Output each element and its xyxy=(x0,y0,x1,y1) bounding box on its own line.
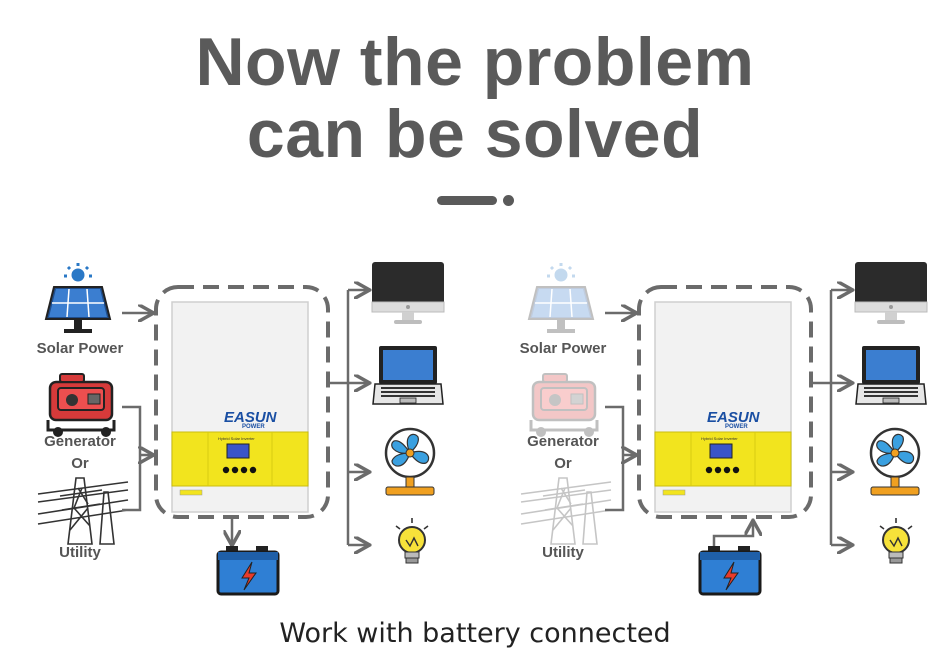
left-diagram xyxy=(37,261,445,596)
laptop-icon xyxy=(855,345,927,405)
source-label-utility: Utility xyxy=(542,544,584,561)
laptop-icon xyxy=(372,345,444,405)
monitor-icon xyxy=(371,261,445,325)
headline-line-2: can be solved xyxy=(246,96,704,172)
solar-panel-icon-faded xyxy=(527,261,595,335)
bulb-icon xyxy=(879,517,913,564)
fan-icon xyxy=(384,427,436,497)
divider-dot xyxy=(503,195,514,206)
fan-icon xyxy=(869,427,921,497)
source-label-solar: Solar Power xyxy=(36,340,124,357)
inverter-icon xyxy=(171,301,309,513)
source-label-solar: Solar Power xyxy=(519,340,607,357)
source-label-utility: Utility xyxy=(59,544,101,561)
utility-tower-icon xyxy=(37,477,129,545)
battery-icon xyxy=(216,544,280,596)
headline-line-1: Now the problem xyxy=(195,24,755,100)
bulb-icon xyxy=(395,517,429,564)
right-diagram xyxy=(520,261,928,596)
utility-tower-icon-faded xyxy=(520,477,612,545)
generator-icon xyxy=(46,372,116,439)
inverter-frame xyxy=(154,285,330,519)
battery-icon xyxy=(698,544,762,596)
source-label-or: Or xyxy=(554,455,572,472)
caption: Work with battery connected xyxy=(279,618,671,649)
divider-bar xyxy=(437,196,497,205)
monitor-icon xyxy=(854,261,928,325)
generator-icon-faded xyxy=(529,372,599,439)
source-label-generator: Generator xyxy=(527,433,599,450)
inverter-icon xyxy=(654,301,792,513)
solar-panel-icon xyxy=(44,261,112,335)
source-label-or: Or xyxy=(71,455,89,472)
inverter-frame xyxy=(637,285,813,519)
source-label-generator: Generator xyxy=(44,433,116,450)
